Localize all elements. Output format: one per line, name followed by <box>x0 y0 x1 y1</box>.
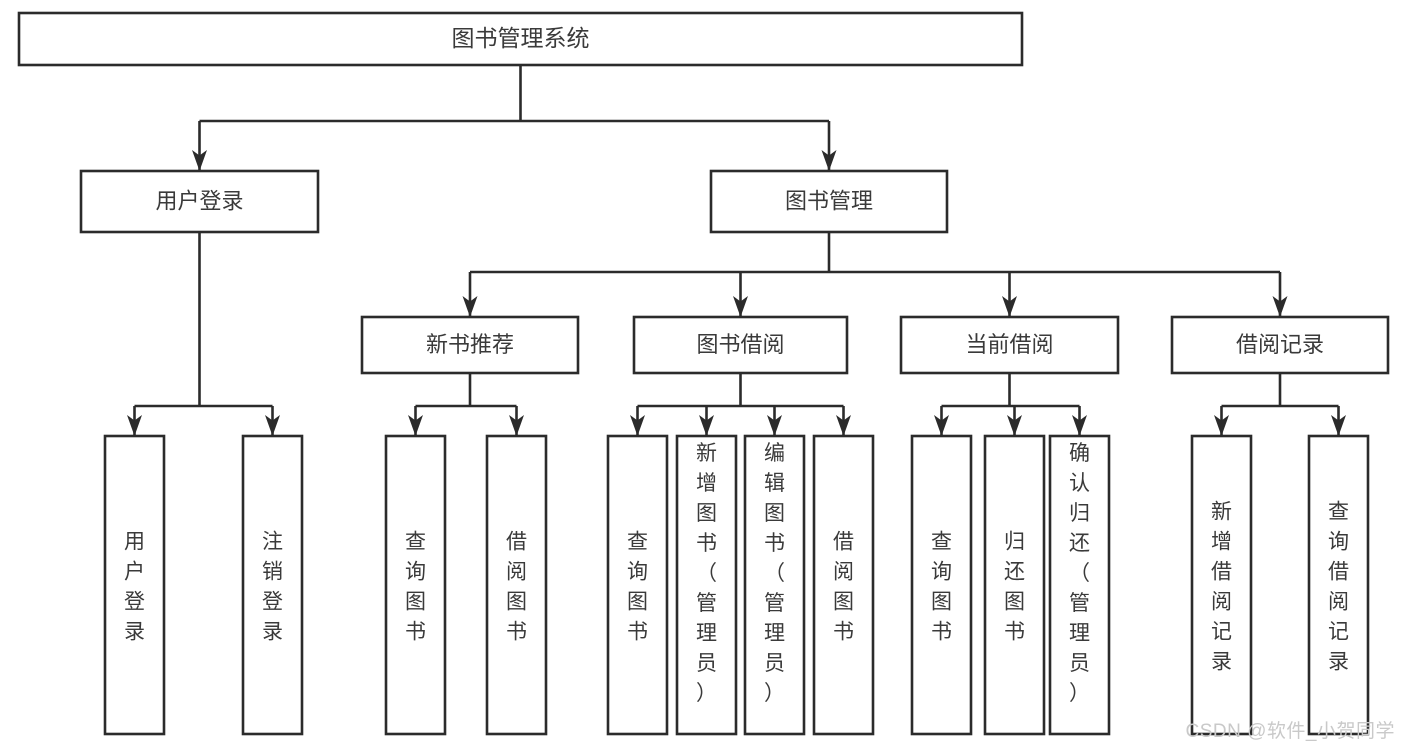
arrow-borrow-record <box>1272 296 1288 317</box>
arrow-user-login <box>192 150 207 171</box>
node-box-current-borrow <box>899 315 1120 375</box>
leaf-box-leaf-query-book-3 <box>910 434 973 736</box>
leaf-node-leaf-borrow-book-2[interactable]: 借阅图书 <box>812 434 875 736</box>
csdn-watermark: CSDN @软件_小贺同学 <box>1185 721 1395 742</box>
arrow-book-management <box>821 150 837 171</box>
leaf-label-leaf-edit-book-admin: 编辑图书（管理员） <box>764 442 785 705</box>
node-box-book-management <box>709 169 949 234</box>
arrow-leaf-query-book-2 <box>630 415 645 436</box>
leaf-box-leaf-query-book-2 <box>606 434 669 736</box>
leaf-node-leaf-query-book-2[interactable]: 查询图书 <box>606 434 669 736</box>
leaf-node-leaf-query-book-3[interactable]: 查询图书 <box>910 434 973 736</box>
edge-layer <box>127 65 1346 436</box>
leaf-node-leaf-query-book-1[interactable]: 查询图书 <box>384 434 447 736</box>
leaf-label-leaf-query-book-1: 查询图书 <box>405 530 426 643</box>
node-borrow-record[interactable]: 借阅记录 <box>1170 315 1390 375</box>
node-layer: 图书管理系统用户登录图书管理新书推荐图书借阅当前借阅借阅记录用户登录注销登录查询… <box>17 11 1390 736</box>
node-root[interactable]: 图书管理系统 <box>17 11 1024 67</box>
node-box-borrow-record <box>1170 315 1390 375</box>
node-book-management[interactable]: 图书管理 <box>709 169 949 234</box>
leaf-label-leaf-return-book: 归还图书 <box>1004 530 1025 643</box>
arrow-new-book-recommend <box>462 296 478 317</box>
node-label-root: 图书管理系统 <box>452 25 590 51</box>
leaf-label-leaf-query-book-2: 查询图书 <box>627 530 648 643</box>
node-box-book-borrow <box>632 315 849 375</box>
arrow-leaf-edit-book-admin <box>767 415 782 436</box>
leaf-node-leaf-add-borrow-record[interactable]: 新增借阅记录 <box>1190 434 1253 736</box>
arrow-leaf-query-book-1 <box>408 415 423 436</box>
leaf-label-leaf-confirm-return-admin: 确认归还（管理员） <box>1069 442 1090 705</box>
node-box-root <box>17 11 1024 67</box>
leaf-node-leaf-logout-login[interactable]: 注销登录 <box>241 434 304 736</box>
arrow-leaf-user-login <box>127 415 142 436</box>
leaf-label-leaf-query-book-3: 查询图书 <box>931 530 952 643</box>
node-label-user-login: 用户登录 <box>155 188 243 213</box>
leaf-box-leaf-logout-login <box>241 434 304 736</box>
node-label-new-book-recommend: 新书推荐 <box>426 332 514 357</box>
leaf-node-leaf-return-book[interactable]: 归还图书 <box>983 434 1046 736</box>
leaf-box-leaf-query-book-1 <box>384 434 447 736</box>
arrow-leaf-query-borrow-record <box>1331 415 1346 436</box>
arrow-leaf-borrow-book-2 <box>836 415 851 436</box>
leaf-box-leaf-user-login <box>103 434 166 736</box>
leaf-label-leaf-query-borrow-record: 查询借阅记录 <box>1328 500 1349 673</box>
node-user-login[interactable]: 用户登录 <box>79 169 320 234</box>
leaf-node-leaf-user-login[interactable]: 用户登录 <box>103 434 166 736</box>
arrow-leaf-query-book-3 <box>934 415 949 436</box>
node-label-book-borrow: 图书借阅 <box>696 332 784 357</box>
leaf-label-leaf-add-borrow-record: 新增借阅记录 <box>1211 500 1232 673</box>
arrow-leaf-confirm-return-admin <box>1072 415 1087 436</box>
leaf-box-leaf-edit-book-admin <box>743 434 806 736</box>
leaf-label-leaf-borrow-book-1: 借阅图书 <box>506 530 527 643</box>
leaf-node-leaf-add-book-admin[interactable]: 新增图书（管理员） <box>675 434 738 736</box>
leaf-box-leaf-add-borrow-record <box>1190 434 1253 736</box>
leaf-box-leaf-confirm-return-admin <box>1048 434 1111 736</box>
leaf-box-leaf-return-book <box>983 434 1046 736</box>
arrow-leaf-logout-login <box>265 415 280 436</box>
node-new-book-recommend[interactable]: 新书推荐 <box>360 315 580 375</box>
leaf-label-leaf-borrow-book-2: 借阅图书 <box>833 530 854 643</box>
leaf-box-leaf-borrow-book-1 <box>485 434 548 736</box>
leaf-node-leaf-confirm-return-admin[interactable]: 确认归还（管理员） <box>1048 434 1111 736</box>
node-current-borrow[interactable]: 当前借阅 <box>899 315 1120 375</box>
arrow-leaf-add-book-admin <box>699 415 714 436</box>
arrow-current-borrow <box>1002 296 1017 317</box>
leaf-label-leaf-logout-login: 注销登录 <box>262 530 283 643</box>
node-book-borrow[interactable]: 图书借阅 <box>632 315 849 375</box>
node-box-new-book-recommend <box>360 315 580 375</box>
leaf-node-leaf-borrow-book-1[interactable]: 借阅图书 <box>485 434 548 736</box>
node-box-user-login <box>79 169 320 234</box>
node-label-current-borrow: 当前借阅 <box>965 332 1053 357</box>
leaf-box-leaf-add-book-admin <box>675 434 738 736</box>
node-label-book-management: 图书管理 <box>785 188 873 213</box>
leaf-label-leaf-add-book-admin: 新增图书（管理员） <box>696 442 717 705</box>
leaf-node-leaf-edit-book-admin[interactable]: 编辑图书（管理员） <box>743 434 806 736</box>
arrow-leaf-add-borrow-record <box>1214 415 1229 436</box>
leaf-box-leaf-query-borrow-record <box>1307 434 1370 736</box>
arrow-book-borrow <box>733 296 748 317</box>
node-label-borrow-record: 借阅记录 <box>1236 332 1324 357</box>
leaf-node-leaf-query-borrow-record[interactable]: 查询借阅记录 <box>1307 434 1370 736</box>
leaf-label-leaf-user-login: 用户登录 <box>124 530 145 643</box>
arrow-leaf-borrow-book-1 <box>509 415 524 436</box>
leaf-box-leaf-borrow-book-2 <box>812 434 875 736</box>
arrow-leaf-return-book <box>1007 415 1022 436</box>
